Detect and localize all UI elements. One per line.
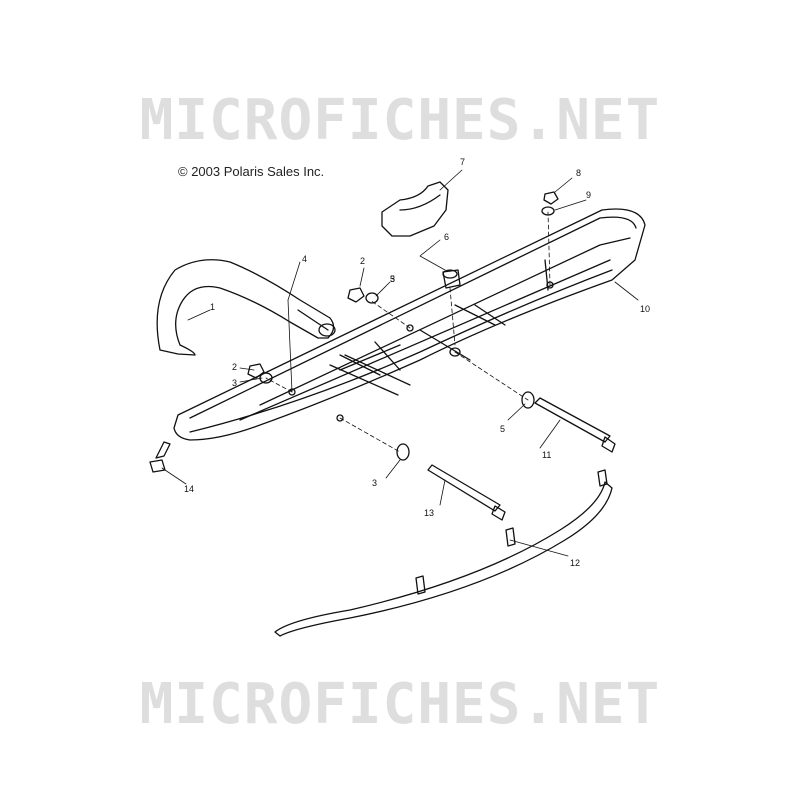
callout-label: 3: [390, 274, 395, 284]
callout-labels: 1 2 2 3 3 3 4 5 5 6 7 8 9 10 11 12 13 14: [184, 157, 650, 568]
copyright-notice: © 2003 Polaris Sales Inc.: [178, 164, 325, 179]
callout-label: 13: [424, 508, 434, 518]
callout-label: 4: [302, 254, 307, 264]
callout-label: 3: [372, 478, 377, 488]
leader-lines: [161, 169, 639, 557]
callout-label: 5: [500, 424, 505, 434]
hardware-small: [247, 191, 559, 384]
callout-label: 7: [460, 157, 465, 167]
ski-pad: [381, 181, 449, 237]
callout-label: 14: [184, 484, 194, 494]
bolt-14: [149, 441, 171, 473]
callout-label: 6: [444, 232, 449, 242]
callout-label: 11: [542, 450, 551, 460]
bushing: [442, 269, 461, 289]
callout-label: 10: [640, 304, 650, 314]
bolt-11: [521, 391, 616, 453]
callout-label: 2: [232, 362, 237, 372]
watermark-bottom: MICROFICHES.NET: [139, 672, 661, 737]
wear-bar: [274, 469, 613, 637]
callout-label: 8: [576, 168, 581, 178]
handle-loop: [156, 259, 336, 356]
callout-label: 5: [390, 274, 395, 284]
callout-label: 2: [360, 256, 365, 266]
watermark-top: MICROFICHES.NET: [139, 88, 661, 153]
callout-label: 3: [232, 378, 237, 388]
callout-label: 12: [570, 558, 580, 568]
callout-label: 1: [210, 302, 215, 312]
bolt-13: [396, 443, 506, 521]
callout-label: 9: [586, 190, 591, 200]
ski-body: [173, 208, 646, 441]
